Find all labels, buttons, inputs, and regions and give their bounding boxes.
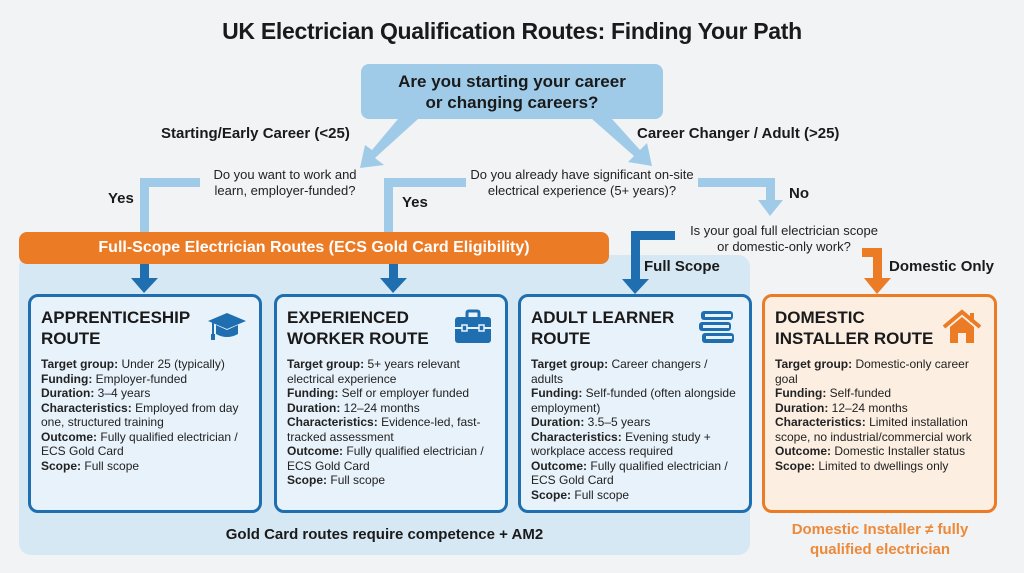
- answer-yes-apprentice: Yes: [108, 190, 134, 207]
- route-title: ADULT LEARNER ROUTE: [531, 307, 696, 349]
- question-experience-line2: electrical experience (5+ years)?: [487, 183, 677, 198]
- route-card-adult-learner: ADULT LEARNER ROUTE Target group: Career…: [518, 294, 752, 513]
- route-title: DOMESTIC INSTALLER ROUTE: [775, 307, 940, 349]
- answer-full-scope: Full Scope: [644, 258, 720, 275]
- answer-no-experience: No: [789, 185, 809, 202]
- domestic-warning-line1: Domestic Installer ≠ fully: [791, 521, 969, 538]
- graduation-cap-icon: [208, 313, 246, 340]
- page-title: UK Electrician Qualification Routes: Fin…: [222, 18, 802, 44]
- full-scope-banner: Full-Scope Electrician Routes (ECS Gold …: [19, 232, 609, 264]
- books-icon: [699, 311, 734, 343]
- route-title-line2: ROUTE: [41, 329, 101, 348]
- field-funding: Funding: Self or employer funded: [287, 386, 470, 400]
- route-title: EXPERIENCED WORKER ROUTE: [287, 307, 452, 349]
- gold-card-requirement-note: Gold Card routes require competence + AM…: [225, 526, 544, 543]
- toolbox-icon: [455, 309, 491, 343]
- question-goal-line2: or domestic-only work?: [717, 239, 851, 254]
- route-title-line1: APPRENTICESHIP: [41, 308, 191, 327]
- field-outcome: Outcome: Fully qualified electrician / E…: [41, 429, 238, 459]
- route-card-apprenticeship: APPRENTICESHIP ROUTE Target group: Under…: [28, 294, 262, 513]
- route-title-line1: ADULT LEARNER: [531, 308, 675, 327]
- field-duration: Duration: 3–4 years: [41, 386, 151, 400]
- route-details: Target group: 5+ years relevant electric…: [287, 357, 495, 488]
- route-details: Target group: Career changers / adults F…: [531, 357, 739, 502]
- branch-label-career-changer: Career Changer / Adult (>25): [637, 125, 840, 142]
- field-funding: Funding: Self-funded (often alongside em…: [531, 386, 736, 415]
- field-scope: Scope: Limited to dwellings only: [775, 458, 949, 473]
- house-icon: [942, 309, 982, 343]
- field-target-group: Target group: Domestic-only career goal: [775, 357, 969, 386]
- field-duration: Duration: 3.5–5 years: [531, 415, 651, 429]
- start-question-line2: or changing careers?: [425, 92, 599, 112]
- question-goal: Is your goal full electrician scope or d…: [678, 223, 890, 255]
- field-scope: Scope: Full scope: [287, 473, 386, 487]
- question-goal-line1: Is your goal full electrician scope: [690, 223, 878, 238]
- route-details: Target group: Domestic-only career goal …: [775, 357, 984, 473]
- route-title-line2: WORKER ROUTE: [287, 329, 429, 348]
- branch-label-early-career: Starting/Early Career (<25): [161, 125, 350, 142]
- field-characteristics: Characteristics: Evening study + workpla…: [531, 429, 711, 459]
- field-duration: Duration: 12–24 months: [287, 400, 420, 415]
- field-characteristics: Characteristics: Limited installation sc…: [775, 415, 972, 444]
- route-title-line2: INSTALLER ROUTE: [775, 329, 934, 348]
- question-experience-line1: Do you already have significant on-site: [470, 167, 694, 182]
- start-question-box: Are you starting your career or changing…: [361, 64, 663, 119]
- field-target-group: Target group: Under 25 (typically): [41, 357, 225, 371]
- question-work-learn-line2: learn, employer-funded?: [214, 183, 356, 198]
- arrow-career-changer: [592, 119, 652, 166]
- route-title-line1: EXPERIENCED: [287, 308, 409, 327]
- answer-domestic-only: Domestic Only: [889, 258, 995, 275]
- start-question-line1: Are you starting your career: [398, 71, 626, 91]
- question-work-learn: Do you want to work and learn, employer-…: [205, 167, 365, 199]
- field-funding: Funding: Employer-funded: [41, 371, 188, 386]
- question-experience: Do you already have significant on-site …: [470, 167, 694, 199]
- route-title-line2: ROUTE: [531, 329, 591, 348]
- route-title: APPRENTICESHIP ROUTE: [41, 307, 206, 349]
- field-characteristics: Characteristics: Employed from day one, …: [41, 400, 239, 430]
- field-duration: Duration: 12–24 months: [775, 400, 908, 415]
- field-scope: Scope: Full scope: [531, 487, 630, 502]
- field-characteristics: Characteristics: Evidence-led, fast-trac…: [287, 415, 481, 444]
- answer-yes-experienced: Yes: [402, 194, 428, 211]
- question-work-learn-line1: Do you want to work and: [213, 167, 357, 182]
- route-title-line1: DOMESTIC: [775, 308, 865, 327]
- route-card-experienced-worker: EXPERIENCED WORKER ROUTE Target group: 5…: [274, 294, 508, 513]
- field-target-group: Target group: Career changers / adults: [531, 357, 708, 386]
- domestic-installer-warning: Domestic Installer ≠ fully qualified ele…: [760, 520, 1000, 560]
- domestic-warning-line2: qualified electrician: [809, 541, 951, 558]
- route-details: Target group: Under 25 (typically) Fundi…: [41, 357, 249, 473]
- arrow-start-early: [360, 119, 418, 168]
- field-outcome: Outcome: Fully qualified electrician / E…: [531, 458, 728, 488]
- field-outcome: Outcome: Domestic Installer status: [775, 444, 966, 458]
- field-target-group: Target group: 5+ years relevant electric…: [287, 357, 460, 386]
- field-scope: Scope: Full scope: [41, 458, 140, 473]
- field-funding: Funding: Self-funded: [775, 386, 892, 400]
- route-card-domestic-installer: DOMESTIC INSTALLER ROUTE Target group: D…: [762, 294, 997, 513]
- field-outcome: Outcome: Fully qualified electrician / E…: [287, 444, 484, 473]
